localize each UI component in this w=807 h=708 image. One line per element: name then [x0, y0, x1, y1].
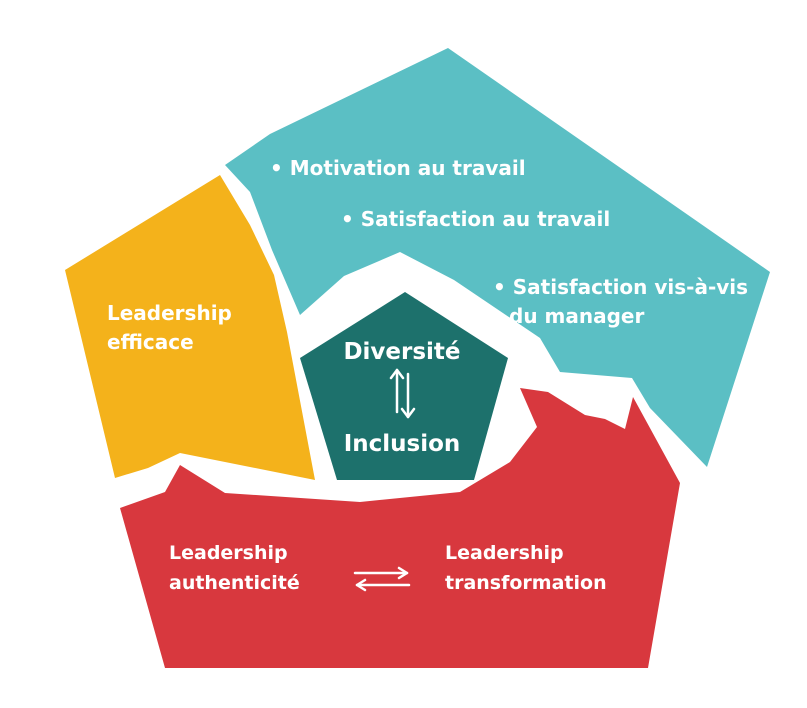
top-teal-block: [225, 48, 770, 467]
bottom-right-label-line-1: Leadership: [445, 542, 564, 564]
list-item-satisfaction-manager: • Satisfaction vis-à-vis: [493, 275, 748, 299]
left-label-line-1: Leadership: [107, 301, 232, 325]
list-item-satisfaction-travail: • Satisfaction au travail: [341, 207, 610, 231]
left-label-line-2: efficace: [107, 330, 194, 354]
left-yellow-block: [65, 175, 315, 480]
bottom-left-label-line-1: Leadership: [169, 542, 288, 564]
center-pentagon: [300, 292, 508, 480]
list-item-motivation: • Motivation au travail: [270, 156, 526, 180]
left-right-arrows-icon: [353, 566, 411, 592]
bottom-red-block: [120, 388, 680, 668]
center-label-diversite: Diversité: [343, 339, 460, 365]
center-label-inclusion: Inclusion: [344, 431, 461, 457]
list-item-satisfaction-manager-cont: du manager: [509, 304, 644, 328]
bottom-right-label-line-2: transformation: [445, 572, 607, 594]
up-down-arrows-icon: [389, 368, 416, 419]
bottom-left-label-line-2: authenticité: [169, 572, 300, 594]
